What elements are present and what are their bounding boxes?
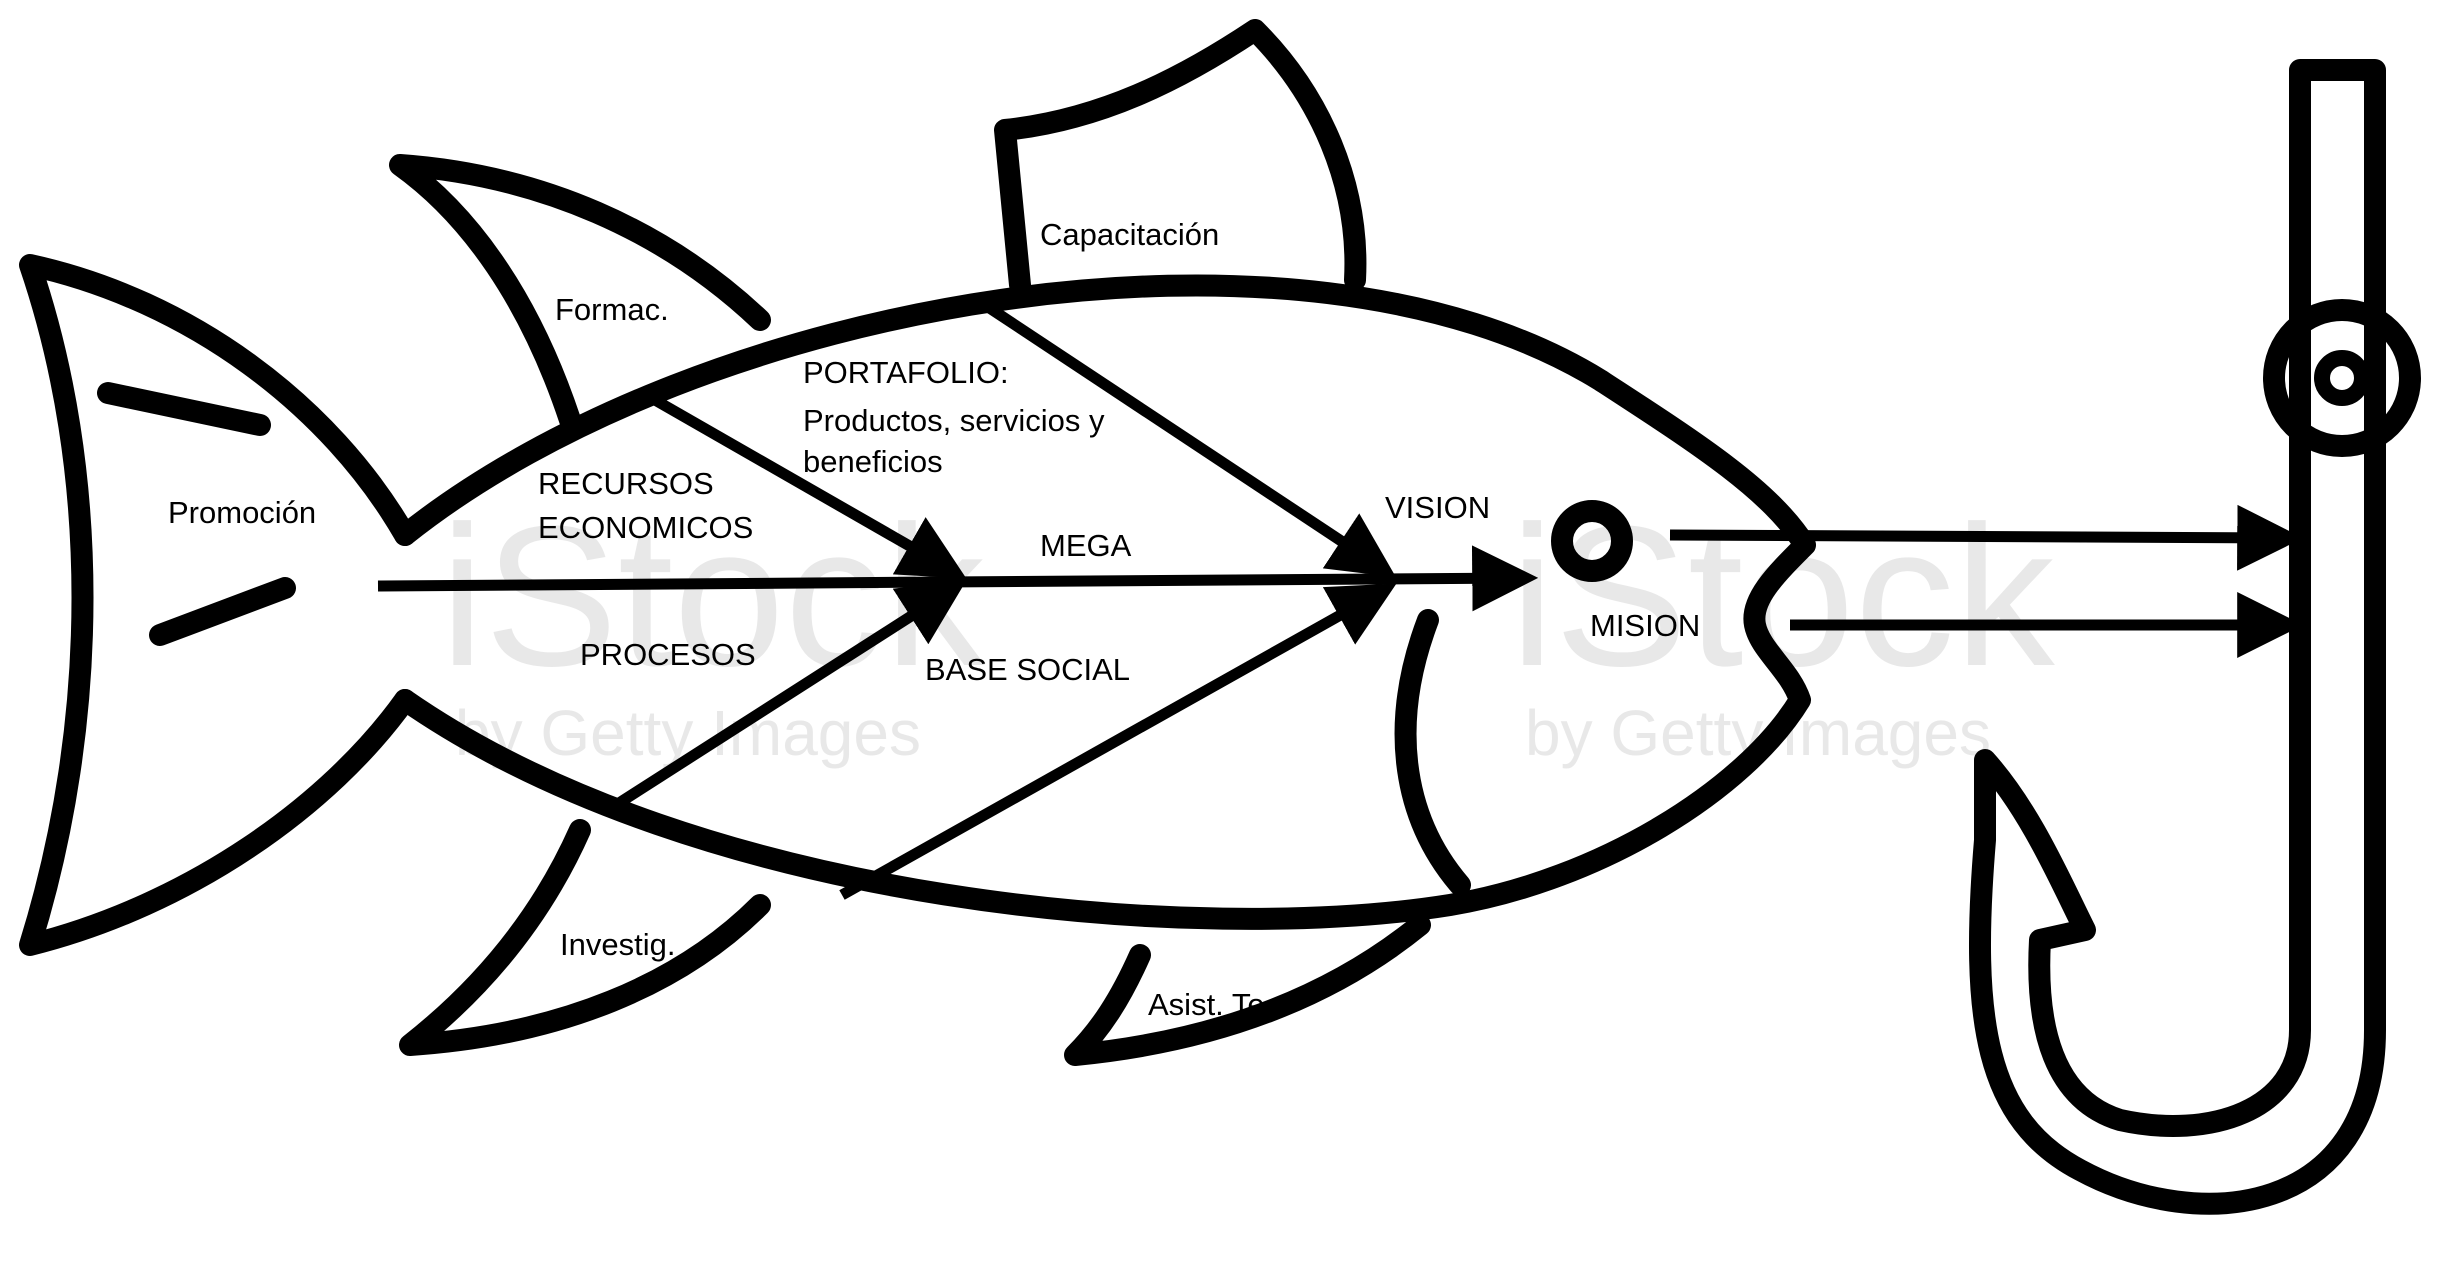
bone-base-social bbox=[839, 583, 1397, 900]
tail-line-lower bbox=[149, 577, 296, 646]
label-recursos-line2: ECONOMICOS bbox=[538, 510, 753, 545]
label-capacitacion: Capacitación bbox=[1040, 217, 1219, 252]
gill-line bbox=[1394, 609, 1471, 896]
bone-recursos bbox=[652, 395, 967, 579]
label-investig: Investig. bbox=[560, 927, 675, 962]
label-mision: MISION bbox=[1590, 608, 1700, 643]
ventral-fin-left bbox=[399, 819, 771, 1056]
label-mega: MEGA bbox=[1040, 528, 1132, 563]
label-asist: Asist. Tec bbox=[1148, 987, 1280, 1022]
label-promocion: Promoción bbox=[168, 495, 316, 530]
fishing-hook bbox=[1969, 59, 2386, 1215]
bone-procesos bbox=[602, 580, 967, 817]
label-vision: VISION bbox=[1385, 490, 1490, 525]
labels: Promoción Formac. Capacitación PORTAFOLI… bbox=[168, 217, 1700, 1022]
fish-eye bbox=[1551, 500, 1633, 582]
label-formac: Formac. bbox=[555, 292, 669, 327]
dorsal-fin-right bbox=[994, 19, 1367, 296]
mision-arrow-upper bbox=[1669, 504, 2304, 571]
label-procesos: PROCESOS bbox=[580, 637, 756, 672]
tail-line-upper bbox=[97, 382, 271, 436]
fish-body bbox=[394, 274, 1816, 930]
label-portafolio-line3: beneficios bbox=[803, 444, 943, 479]
label-portafolio-line2: Productos, servicios y bbox=[803, 403, 1105, 438]
tail-fin bbox=[19, 254, 416, 956]
label-base-social: BASE SOCIAL bbox=[925, 652, 1130, 687]
label-portafolio-title: PORTAFOLIO: bbox=[803, 355, 1009, 390]
ventral-fin-right bbox=[1064, 914, 1431, 1066]
bone-portafolio bbox=[984, 302, 1397, 578]
hook-eye-inner bbox=[2314, 350, 2370, 406]
label-recursos-line1: RECURSOS bbox=[538, 466, 714, 501]
dorsal-fin-left bbox=[389, 154, 771, 431]
hook-eye-outer bbox=[2263, 299, 2421, 457]
